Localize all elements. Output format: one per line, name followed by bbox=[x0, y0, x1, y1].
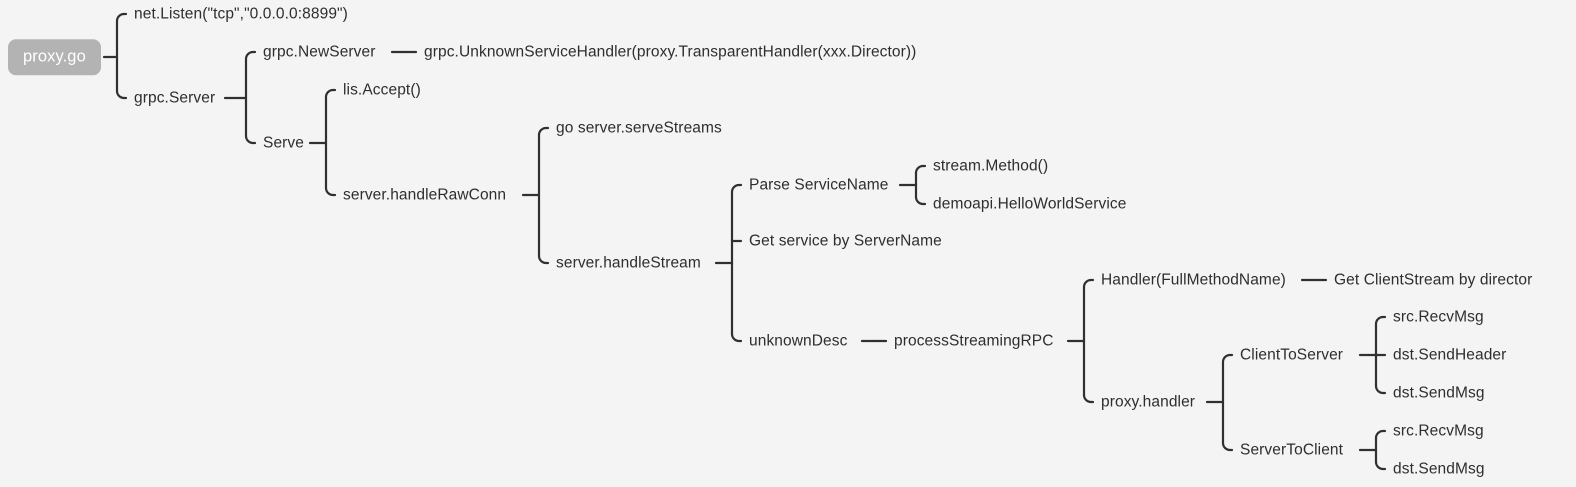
edge-root-grpcserver bbox=[115, 89, 128, 100]
edge-serve-lisaccept bbox=[324, 88, 337, 99]
node-c2s_sendheader[interactable]: dst.SendHeader bbox=[1393, 346, 1507, 364]
node-handlestream[interactable]: server.handleStream bbox=[556, 254, 701, 272]
node-getclientstream[interactable]: Get ClientStream by director bbox=[1334, 271, 1533, 289]
node-s2c_sendmsg[interactable]: dst.SendMsg bbox=[1393, 460, 1485, 478]
edge-servertoclient-s2c_sendmsg bbox=[1374, 460, 1387, 471]
edge-root-netlisten bbox=[115, 12, 128, 23]
node-unknowndesc[interactable]: unknownDesc bbox=[749, 332, 848, 350]
node-proxyhandler[interactable]: proxy.handler bbox=[1101, 393, 1196, 411]
edge-processrpc-handlerfmn bbox=[1082, 278, 1095, 289]
node-handlerfmn[interactable]: Handler(FullMethodName) bbox=[1101, 271, 1286, 289]
node-s2c_recv[interactable]: src.RecvMsg bbox=[1393, 422, 1484, 440]
node-parsesvcname[interactable]: Parse ServiceName bbox=[749, 176, 889, 194]
node-handlerawconn[interactable]: server.handleRawConn bbox=[343, 186, 507, 204]
node-unknownhandler[interactable]: grpc.UnknownServiceHandler(proxy.Transpa… bbox=[424, 43, 917, 61]
node-newserver[interactable]: grpc.NewServer bbox=[263, 43, 376, 61]
root-node-root[interactable]: proxy.go bbox=[8, 39, 101, 75]
edge-serve-handlerawconn bbox=[324, 186, 337, 197]
edge-grpcserver-serve bbox=[244, 134, 257, 145]
node-grpcserver[interactable]: grpc.Server bbox=[134, 89, 216, 107]
node-c2s_sendmsg[interactable]: dst.SendMsg bbox=[1393, 384, 1485, 402]
node-lisaccept[interactable]: lis.Accept() bbox=[343, 81, 421, 99]
edge-handlerawconn-handlestream bbox=[537, 254, 550, 265]
node-servestreams[interactable]: go server.serveStreams bbox=[556, 119, 722, 137]
node-servertoclient[interactable]: ServerToClient bbox=[1240, 441, 1344, 459]
edge-parsesvcname-streammethod bbox=[914, 164, 927, 175]
edge-clienttoserver-c2s_recv bbox=[1374, 315, 1387, 326]
edge-processrpc-proxyhandler bbox=[1082, 393, 1095, 404]
node-streammethod[interactable]: stream.Method() bbox=[933, 157, 1049, 175]
node-demoapi[interactable]: demoapi.HelloWorldService bbox=[933, 195, 1127, 213]
edge-proxyhandler-servertoclient bbox=[1221, 441, 1234, 452]
node-serve[interactable]: Serve bbox=[263, 134, 304, 152]
edge-parsesvcname-demoapi bbox=[914, 195, 927, 206]
node-processrpc[interactable]: processStreamingRPC bbox=[894, 332, 1054, 350]
node-c2s_recv[interactable]: src.RecvMsg bbox=[1393, 308, 1484, 326]
node-clienttoserver[interactable]: ClientToServer bbox=[1240, 346, 1344, 364]
edge-servertoclient-s2c_recv bbox=[1374, 429, 1387, 440]
node-netlisten[interactable]: net.Listen("tcp","0.0.0.0:8899") bbox=[134, 5, 348, 23]
edge-proxyhandler-clienttoserver bbox=[1221, 353, 1234, 364]
edge-clienttoserver-c2s_sendmsg bbox=[1374, 384, 1387, 395]
edge-handlestream-unknowndesc bbox=[730, 332, 743, 343]
edge-handlestream-parsesvcname bbox=[730, 183, 743, 194]
edge-handlerawconn-servestreams bbox=[537, 126, 550, 137]
node-getservice[interactable]: Get service by ServerName bbox=[749, 232, 942, 250]
edge-grpcserver-newserver bbox=[244, 50, 257, 61]
